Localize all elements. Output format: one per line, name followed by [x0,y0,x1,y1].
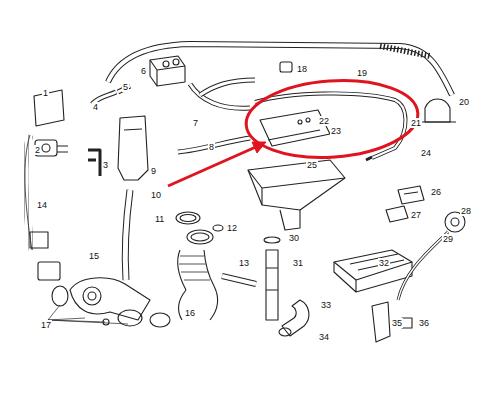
callout-number: 13 [238,258,250,268]
callout-number: 21 [410,118,422,128]
callout-number: 5 [122,82,129,92]
callout-number: 23 [330,126,342,136]
callout-number: 30 [288,233,300,243]
callout-number: 12 [226,223,238,233]
callout-number: 4 [92,102,99,112]
callout-number: 28 [460,206,472,216]
callout-number: 16 [184,308,196,318]
callout-number: 36 [418,318,430,328]
callout-number: 25 [306,160,318,170]
callout-number: 19 [356,68,368,78]
callout-number: 32 [378,258,390,268]
callout-number: 34 [318,332,330,342]
callout-number: 9 [150,166,157,176]
callout-number: 2 [34,145,41,155]
callout-number: 17 [40,320,52,330]
callout-number: 1 [42,88,49,98]
callout-number: 22 [318,116,330,126]
callout-number: 29 [442,234,454,244]
callout-number: 20 [458,97,470,107]
callout-number: 3 [102,160,109,170]
callout-number: 8 [208,142,215,152]
callout-number: 18 [296,64,308,74]
callout-number: 27 [410,210,422,220]
callout-number: 15 [88,251,100,261]
callout-number: 35 [391,318,403,328]
callout-number: 14 [36,200,48,210]
callout-number: 33 [320,300,332,310]
callout-number: 11 [154,214,165,224]
callout-number: 10 [150,190,162,200]
callout-number: 24 [420,148,432,158]
callout-number: 26 [430,187,442,197]
callout-number: 6 [140,66,147,76]
callout-number: 7 [192,118,199,128]
callout-number: 31 [292,258,304,268]
